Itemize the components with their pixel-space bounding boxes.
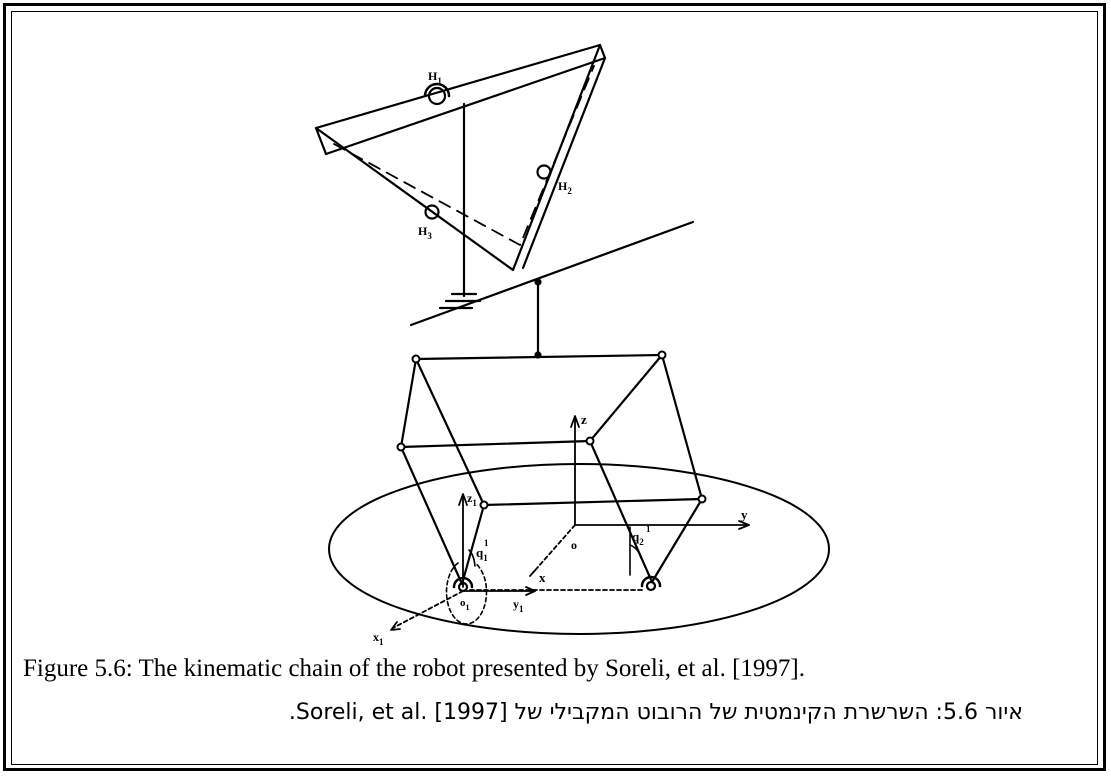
moving-platform bbox=[314, 43, 607, 272]
label-q2-sup: 1 bbox=[646, 524, 651, 534]
label-x: x bbox=[539, 570, 546, 585]
local-frame bbox=[390, 493, 536, 631]
caption-english: Figure 5.6: The kinematic chain of the r… bbox=[23, 655, 805, 682]
label-o1: o1 bbox=[460, 597, 470, 612]
label-x1: x1 bbox=[373, 630, 384, 647]
label-q1: q1 bbox=[476, 545, 488, 563]
outer-border bbox=[3, 3, 1106, 771]
label-z: z bbox=[581, 412, 587, 427]
parallel-linkage bbox=[399, 353, 704, 586]
joint-h2 bbox=[536, 164, 552, 180]
label-y1: y1 bbox=[513, 597, 524, 614]
caption-hebrew: איור 5.6: השרשרת הקינמטית של הרובוט המקב… bbox=[288, 700, 1023, 725]
guide-rail bbox=[409, 220, 695, 327]
label-h2: H2 bbox=[558, 179, 572, 196]
label-z1: z1 bbox=[467, 491, 477, 508]
label-o: o bbox=[571, 538, 577, 552]
label-h3: H3 bbox=[418, 224, 432, 241]
label-y: y bbox=[741, 507, 748, 522]
global-frame bbox=[529, 415, 750, 577]
joint-h1 bbox=[427, 86, 447, 106]
label-h1: H1 bbox=[428, 69, 442, 86]
joint-h3 bbox=[424, 204, 440, 220]
inner-border bbox=[11, 11, 1098, 765]
base-ellipse bbox=[328, 463, 830, 635]
label-q1-sup: 1 bbox=[484, 538, 489, 548]
label-q2: q2 bbox=[632, 529, 644, 547]
